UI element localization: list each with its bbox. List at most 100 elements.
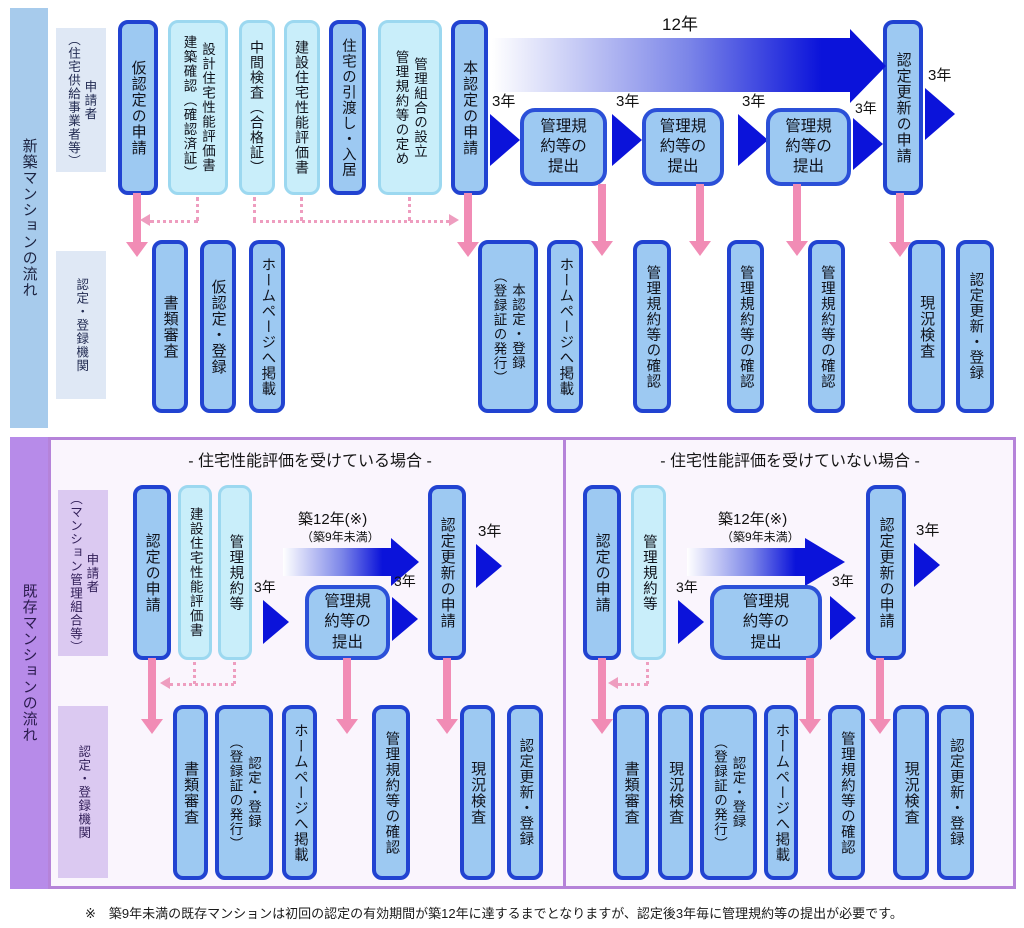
box-rules-confirmation-left: 管理規約等の確認 — [372, 705, 410, 880]
box-provisional-certification-application-label: 仮認定の申請 — [129, 59, 147, 156]
box-renewal-application-left-label: 認定更新の申請 — [438, 516, 456, 629]
gradient-arrow-right-head — [805, 538, 845, 586]
box-main-certification-registration-line2: （登録証の発行） — [491, 268, 507, 385]
pink-arrow-renewal-application — [896, 193, 904, 243]
section-header-new-mansion: 新築マンションの流れ — [10, 8, 48, 428]
box-interim-inspection: 中間検査（合格証） — [239, 20, 275, 195]
box-document-review-right: 書類審査 — [613, 705, 649, 880]
label-12-years: 12年 — [662, 15, 698, 34]
box-status-inspection-right-1-label: 現況検査 — [667, 760, 685, 825]
box-renewal-application-right: 認定更新の申請 — [866, 485, 906, 660]
box-rules-submission-2: 管理規約等の提出 — [642, 108, 724, 186]
box-rules-submission-1: 管理規約等の提出 — [520, 108, 607, 186]
box-status-inspection-left-label: 現況検査 — [469, 760, 487, 825]
panel-divider — [563, 437, 566, 889]
triangle-3-years-left-3 — [476, 544, 502, 588]
box-management-rules-left-label: 管理規約等 — [227, 533, 244, 612]
pink-arrow-renewal-left — [443, 658, 451, 720]
dotted-line-horizontal-right — [618, 683, 648, 686]
label-3-years-5: 3年 — [928, 67, 952, 84]
box-rules-submission-3: 管理規約等の提出 — [766, 108, 851, 186]
box-rules-submission-2-label: 管理規約等の提出 — [659, 117, 707, 176]
label-3-years-2: 3年 — [616, 93, 640, 110]
triangle-3-years-3 — [738, 114, 768, 166]
pink-arrow-temp-application — [133, 193, 141, 243]
pink-arrow-submission-2 — [696, 184, 704, 242]
box-rules-submission-right: 管理規約等の提出 — [710, 585, 822, 660]
label-3-years-3: 3年 — [742, 93, 766, 110]
role-label-applicant-top: 申請者 （住宅供給事業者等） — [56, 28, 106, 172]
box-renewal-registration-top-label: 認定更新・登録 — [967, 272, 984, 381]
box-document-review-top-label: 書類審査 — [161, 294, 179, 359]
role-applicant-subtitle: （住宅供給事業者等） — [66, 32, 80, 168]
gradient-arrow-right-body — [687, 548, 805, 576]
label-built-12-years-right: 築12年(※) — [718, 511, 788, 528]
dotted-line-eval-left — [193, 662, 196, 684]
box-rules-confirmation-1: 管理規約等の確認 — [633, 240, 671, 413]
box-rules-submission-right-label: 管理規約等の提出 — [742, 593, 790, 651]
box-certification-registration-left-line1: 認定・登録 — [246, 756, 262, 829]
dotted-line-const-eval — [300, 197, 303, 221]
dotted-arrowhead-left-3 — [608, 677, 618, 689]
box-main-certification-application: 本認定の申請 — [451, 20, 488, 195]
box-current-status-inspection-top-label: 現況検査 — [918, 294, 936, 359]
box-homepage-posting-left: ホームページへ掲載 — [282, 705, 317, 880]
right-half-title: - 住宅性能評価を受けていない場合 - — [660, 453, 920, 470]
role-agency-title: 認定・登録機関 — [74, 277, 89, 373]
box-design-performance-evaluation-line1: 設計住宅性能評価書 — [200, 42, 216, 173]
box-renewal-registration-right: 認定更新・登録 — [937, 705, 974, 880]
box-rules-confirmation-left-label: 管理規約等の確認 — [383, 730, 400, 855]
left-half-title: - 住宅性能評価を受けている場合 - — [188, 453, 432, 470]
box-homepage-posting-right: ホームページへ掲載 — [764, 705, 798, 880]
box-certification-application-left-label: 認定の申請 — [143, 532, 161, 613]
role-agency-bottom-title: 認定・登録機関 — [76, 744, 91, 840]
box-renewal-registration-right-label: 認定更新・登録 — [947, 738, 964, 847]
box-status-inspection-right-1: 現況検査 — [658, 705, 693, 880]
label-3-years-4: 3年 — [855, 100, 877, 116]
box-rules-submission-3-label: 管理規約等の提出 — [785, 117, 832, 176]
dotted-line-rules-right — [646, 662, 649, 684]
box-renewal-application-right-label: 認定更新の申請 — [877, 516, 895, 629]
box-management-association-establishment: 管理組合の設立 管理規約等の定め — [378, 20, 442, 195]
box-construction-performance-evaluation-label: 建設住宅性能評価書 — [294, 40, 311, 175]
dotted-line-interim — [253, 197, 256, 221]
triangle-3-years-1 — [490, 114, 520, 166]
box-homepage-posting-left-label: ホームページへ掲載 — [291, 722, 308, 863]
box-certification-application-right: 認定の申請 — [583, 485, 621, 660]
role-applicant-title: 申請者 — [82, 79, 97, 121]
triangle-3-years-5 — [925, 88, 955, 140]
box-document-review-left: 書類審査 — [173, 705, 208, 880]
dotted-line-horizontal-left — [170, 683, 234, 686]
box-construction-evaluation-left: 建設住宅性能評価書 — [178, 485, 212, 660]
box-renewal-application-left: 認定更新の申請 — [428, 485, 466, 660]
role-label-applicant-bottom: 申請者 （マンション管理組合等） — [58, 490, 108, 656]
box-document-review-left-label: 書類審査 — [182, 760, 200, 825]
box-document-review-top: 書類審査 — [152, 240, 188, 413]
box-homepage-posting-right-label: ホームページへ掲載 — [773, 722, 790, 863]
box-status-inspection-left: 現況検査 — [460, 705, 495, 880]
triangle-3-years-left-1 — [263, 600, 289, 644]
box-certification-application-right-label: 認定の申請 — [593, 532, 611, 613]
box-design-performance-evaluation-line2: 建築確認（確認済証） — [181, 35, 197, 180]
box-certification-registration-right: 認定・登録 （登録証の発行） — [700, 705, 757, 880]
box-rules-submission-1-label: 管理規約等の提出 — [540, 117, 587, 176]
label-3-years-left-3: 3年 — [478, 523, 502, 540]
dotted-line-to-temp-arrow — [150, 220, 198, 223]
dotted-line-rules-left — [233, 662, 236, 684]
role-label-agency-top: 認定・登録機関 — [56, 251, 106, 399]
box-rules-confirmation-2: 管理規約等の確認 — [727, 240, 764, 413]
dotted-line-association — [408, 197, 411, 221]
box-construction-evaluation-left-label: 建設住宅性能評価書 — [187, 507, 203, 638]
box-management-association-line2: 管理規約等の定め — [393, 49, 409, 166]
dotted-line-to-main-arrow — [253, 220, 449, 223]
box-certification-registration-right-line2: （登録証の発行） — [712, 734, 727, 851]
box-provisional-certification-application: 仮認定の申請 — [118, 20, 158, 195]
box-rules-confirmation-right: 管理規約等の確認 — [828, 705, 865, 880]
box-main-certification-registration: 本認定・登録 （登録証の発行） — [478, 240, 538, 413]
box-status-inspection-right-2: 現況検査 — [893, 705, 929, 880]
triangle-3-years-right-1 — [678, 600, 704, 644]
box-homepage-posting-1: ホームページへ掲載 — [249, 240, 285, 413]
section-header-new-mansion-label: 新築マンションの流れ — [20, 138, 38, 298]
box-main-certification-application-label: 本認定の申請 — [461, 59, 479, 156]
box-homepage-posting-2-label: ホームページへ掲載 — [557, 256, 574, 397]
